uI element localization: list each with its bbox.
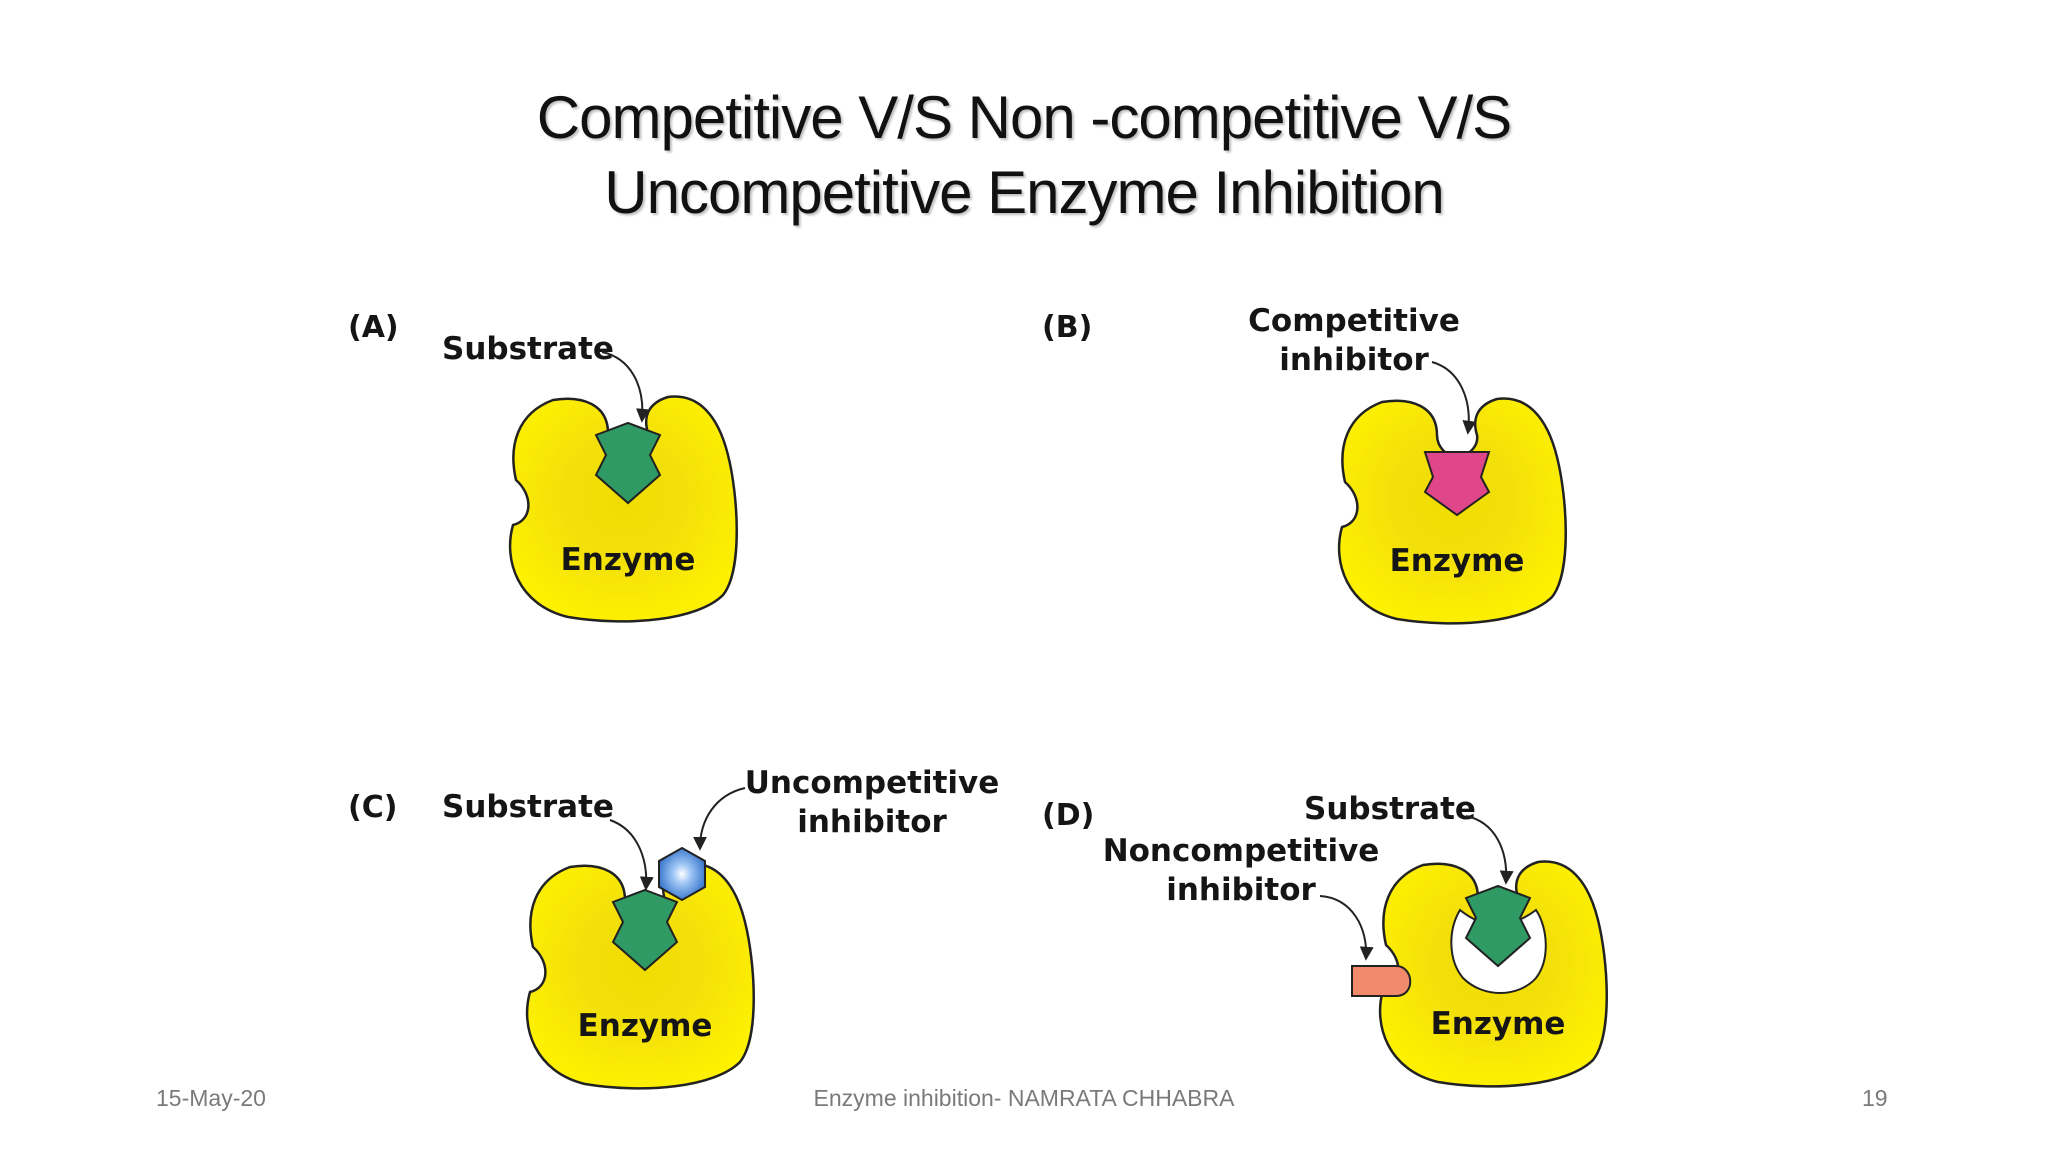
panel-a-label: (A) xyxy=(348,310,399,345)
panel-d-enzyme: Enzyme xyxy=(1378,860,1608,1088)
panel-c-enzyme-label: Enzyme xyxy=(578,1008,713,1044)
footer-center-text: Enzyme inhibition- NAMRATA CHHABRA xyxy=(813,1085,1235,1111)
panel-b-inhibitor-label-1: Competitive xyxy=(1248,303,1460,339)
panel-d-inhibitor-label-1: Noncompetitive xyxy=(1103,833,1380,869)
panel-b-inhibitor-shape xyxy=(1423,451,1491,517)
panel-c-label: (C) xyxy=(348,790,397,825)
panel-b-enzyme-label: Enzyme xyxy=(1390,543,1525,579)
panel-d-enzyme-label: Enzyme xyxy=(1431,1006,1566,1042)
panel-c-uncompetitive-inhibitor-shape xyxy=(658,846,706,902)
panel-b-enzyme: Enzyme xyxy=(1337,397,1567,625)
footer-date: 15-May-20 xyxy=(156,1085,266,1111)
slide-title: Competitive V/S Non -competitive V/S Unc… xyxy=(0,80,2048,230)
panel-a-substrate-label: Substrate xyxy=(442,331,614,367)
panel-c-enzyme: Enzyme xyxy=(525,862,755,1090)
panel-d-label: (D) xyxy=(1042,798,1094,833)
panel-a-enzyme: Enzyme xyxy=(508,395,738,623)
panel-b-inhibitor-arrow xyxy=(1431,361,1477,435)
panel-b-inhibitor-label-2: inhibitor xyxy=(1279,342,1429,378)
panel-d-substrate-arrow xyxy=(1465,815,1514,885)
panel-d: (D) Substrate Noncompetitive inhibitor E… xyxy=(1042,791,1608,1088)
panel-b: (B) Competitive inhibitor Enzyme xyxy=(1042,303,1567,625)
panel-a-substrate-arrow xyxy=(601,351,650,423)
title-line-2: Uncompetitive Enzyme Inhibition xyxy=(604,159,1444,226)
panel-c-inhibitor-label-2: inhibitor xyxy=(797,804,947,840)
panel-a-enzyme-label: Enzyme xyxy=(561,542,696,578)
panel-d-substrate-shape xyxy=(1464,884,1532,968)
panel-c: (C) Substrate Uncompetitive inhibitor En… xyxy=(348,765,1000,1090)
panel-a: (A) Substrate Enzyme xyxy=(348,310,738,623)
panel-d-substrate-label: Substrate xyxy=(1304,791,1476,827)
panel-b-label: (B) xyxy=(1042,310,1092,345)
panel-c-substrate-arrow xyxy=(609,819,654,891)
panel-c-inhibitor-arrow xyxy=(693,787,746,851)
title-line-1: Competitive V/S Non -competitive V/S xyxy=(536,84,1512,151)
panel-c-substrate-label: Substrate xyxy=(442,789,614,825)
panel-d-inhibitor-arrow xyxy=(1319,895,1374,961)
panel-c-inhibitor-label-1: Uncompetitive xyxy=(745,765,1000,801)
panel-c-substrate-shape xyxy=(611,888,679,972)
footer-page-number: 19 xyxy=(1862,1085,1888,1111)
panel-a-substrate-shape xyxy=(594,421,662,505)
panel-d-inhibitor-label-2: inhibitor xyxy=(1166,872,1316,908)
panel-d-noncompetitive-inhibitor-shape xyxy=(1351,965,1412,997)
